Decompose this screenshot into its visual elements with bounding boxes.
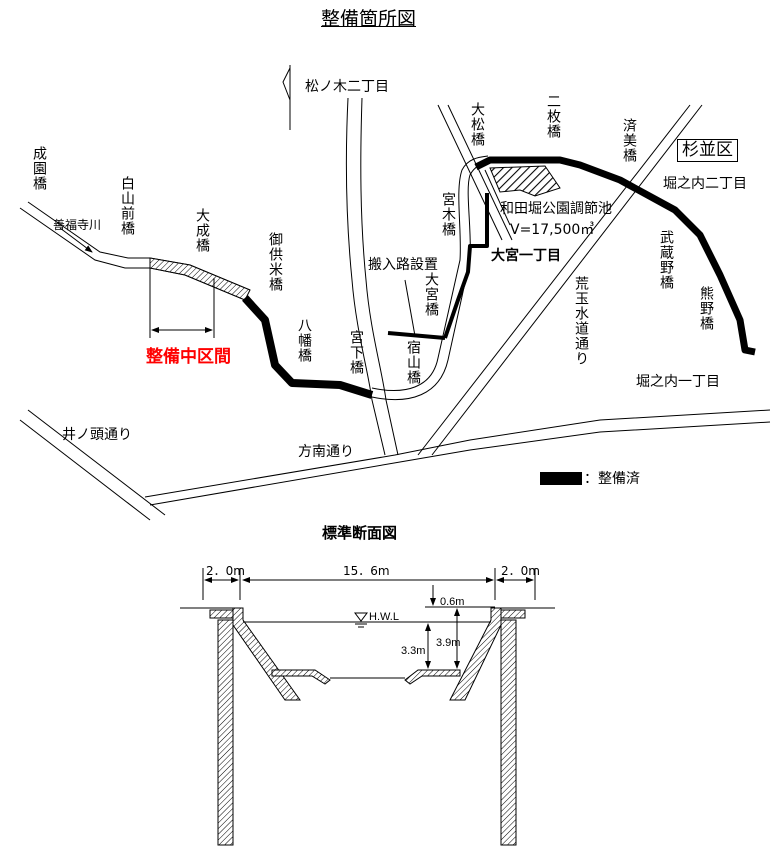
bridge-label: 大宮橋 [423,272,439,317]
standard-cross-section [180,568,555,846]
bridge-label: 宮木橋 [440,192,456,237]
freeboard-label: 0.6m [440,596,465,608]
right-width-label: 2．0m [501,564,540,578]
completed-section [242,156,756,399]
section-title: 標準断面図 [322,524,398,542]
bridge-label: 二枚橋 [545,94,561,139]
bridge-label: 八幡橋 [296,318,312,363]
legend-completed-swatch [540,472,582,485]
river-label: 善福寺川 [53,218,102,232]
water-level-icon [354,612,368,622]
area-label: 松ノ木二丁目 [305,79,389,95]
channel-width-label: 15．6m [343,564,390,578]
bridge-label: 成園橋 [31,146,47,191]
bridge-label: 武蔵野橋 [658,230,674,290]
district-label: 杉並区 [677,139,738,162]
road-label: 方南通り [298,444,354,460]
roads [19,97,771,521]
bridge-label: 済美橋 [621,118,637,163]
bridge-label: 熊野橋 [698,286,714,331]
bridge-label: 大松橋 [469,102,485,147]
under-construction-section [149,257,251,301]
bridge-label: 宿山橋 [405,340,421,385]
page-title: 整備箇所図 [321,8,417,30]
total-depth-label: 3.9m [436,637,461,649]
bridge-label: 白山前橋 [119,176,135,236]
area-label: 堀之内一丁目 [636,374,720,390]
regulating-pond [489,165,561,197]
pond-volume: V=17,500㎥ [510,222,595,238]
hwl-depth-label: 3.3m [401,645,426,657]
road-label: 井ノ頭通り [62,427,132,443]
road-label: 荒玉水道通り [573,276,589,366]
north-arrow-icon [282,65,291,130]
bridge-label: 宮下橋 [348,330,364,375]
area-label: 堀之内二丁目 [663,176,747,192]
hwl-label: H.W.L [369,611,399,623]
bridge-label: 御供米橋 [267,232,283,292]
pond-name: 和田堀公園調節池 [500,201,612,217]
bridge-label: 大成橋 [194,208,210,253]
legend-completed-label: ：整備済 [584,471,640,487]
access-road-label: 搬入路設置 [368,257,438,273]
construction-range-dimension [149,268,215,338]
area-label: 大宮一丁目 [491,248,561,264]
under-construction-label: 整備中区間 [146,347,231,367]
left-width-label: 2．0m [206,564,245,578]
